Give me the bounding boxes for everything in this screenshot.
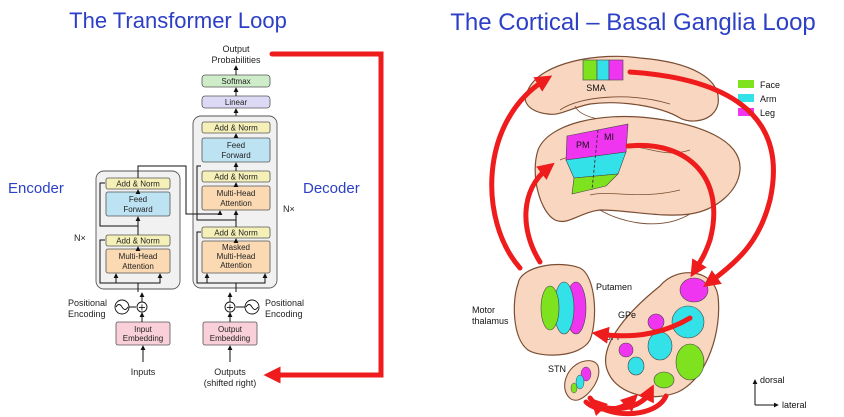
decoder-cross-attention-label-2: Attention — [220, 199, 252, 208]
output-embedding-label-2: Embedding — [210, 334, 250, 343]
decoder-label: Decoder — [303, 180, 360, 197]
lateral-label: lateral — [782, 400, 807, 410]
gpi-leg — [618, 342, 634, 358]
motor-strip-face — [571, 173, 619, 195]
decoder-addnorm-mid-label: Add & Norm — [214, 173, 258, 182]
mi-label: MI — [604, 132, 614, 142]
decoder-masked-label-3: Attention — [220, 261, 252, 270]
output-embedding-label-1: Output — [218, 325, 243, 334]
middle-brain — [534, 115, 741, 222]
red-arrow-sma-to-putamen — [627, 69, 776, 288]
legend-leg-swatch — [738, 108, 754, 116]
decoder-addnorm-top-label: Add & Norm — [214, 124, 258, 133]
motor-thalamus-label-2: thalamus — [472, 316, 509, 326]
encoder-positional-label-1: Positional — [68, 298, 107, 308]
decoder-cross-attention-label-1: Multi-Head — [217, 189, 256, 198]
stn-face — [570, 382, 578, 394]
legend-face-swatch — [738, 80, 754, 88]
decoder-masked-label-2: Multi-Head — [217, 252, 256, 261]
dorsal-label: dorsal — [760, 375, 785, 385]
encoder-attention-label-2: Attention — [122, 262, 154, 271]
decoder-positional-label-1: Positional — [265, 298, 304, 308]
decoder-addnorm-low-label: Add & Norm — [214, 229, 258, 238]
encoder-sine-icon — [115, 304, 129, 310]
stn-leg — [580, 366, 592, 382]
encoder-feed-forward-label-1: Feed — [129, 195, 147, 204]
red-arrow-putamen-to-thalamus — [591, 315, 693, 344]
gpe-leg — [647, 313, 665, 331]
encoder-attention-label-1: Multi-Head — [119, 252, 158, 261]
gpe-arm — [647, 331, 673, 361]
legend-face-label: Face — [760, 80, 780, 90]
output-probabilities-label-1: Output — [222, 44, 250, 54]
transformer-title: The Transformer Loop — [69, 8, 287, 33]
stn-label: STN — [548, 364, 566, 374]
input-embedding-block — [115, 321, 171, 346]
encoder-addnorm-low-label: Add & Norm — [116, 237, 160, 246]
decoder-nx-label: N× — [283, 204, 295, 214]
legend-leg-label: Leg — [760, 108, 775, 118]
red-arrow-mc-to-putamen — [625, 142, 717, 278]
transformer-feedback-arrow — [263, 51, 384, 384]
sma-label: SMA — [586, 83, 606, 93]
decoder-feed-forward-label-2: Forward — [221, 151, 250, 160]
decoder-positional-label-2: Encoding — [265, 309, 303, 319]
red-arrow-thalamus-to-sma — [489, 75, 553, 271]
gpi-arm — [627, 356, 645, 376]
gpi-face — [653, 371, 675, 389]
stn-arm — [575, 374, 585, 390]
decoder-masked-label-1: Masked — [222, 243, 250, 252]
legend-arm-swatch — [738, 94, 754, 102]
input-embedding-label-2: Embedding — [123, 334, 163, 343]
putamen-face — [675, 343, 705, 381]
decoder-sine-icon — [245, 304, 259, 310]
encoder-label: Encoder — [8, 180, 64, 197]
gpe-label: GPe — [618, 310, 636, 320]
softmax-label: Softmax — [221, 77, 250, 86]
output-probabilities-label-2: Probabilities — [211, 55, 261, 65]
cortical-title: The Cortical – Basal Ganglia Loop — [450, 9, 816, 36]
top-brain — [524, 55, 719, 122]
sma-arm — [596, 59, 610, 81]
linear-label: Linear — [225, 98, 248, 107]
outputs-label-1: Outputs — [214, 367, 246, 377]
motor-thalamus-label-1: Motor — [472, 305, 495, 315]
encoder-addnorm-top-label: Add & Norm — [116, 180, 160, 189]
outputs-label-2: (shifted right) — [204, 378, 257, 388]
decoder-plus-icon: + — [226, 303, 234, 314]
pm-label: PM — [576, 140, 590, 150]
putamen-leg — [679, 277, 709, 303]
input-embedding-label-1: Input — [134, 325, 153, 334]
inputs-label: Inputs — [131, 367, 156, 377]
encoder-positional-label-2: Encoding — [68, 309, 106, 319]
sma-face — [582, 59, 598, 81]
red-arrow-stn-loop-3 — [583, 393, 639, 413]
red-arrow-thalamus-to-mc — [523, 162, 555, 265]
thalamus-face — [540, 285, 560, 331]
putamen-label: Putamen — [596, 282, 632, 292]
encoder-nx-label: N× — [74, 233, 86, 243]
encoder-plus-icon: + — [138, 303, 146, 314]
encoder-feed-forward-label-2: Forward — [123, 205, 152, 214]
legend-arm-label: Arm — [760, 94, 777, 104]
decoder-addnorm-top — [201, 121, 271, 134]
sma-leg — [608, 59, 624, 81]
decoder-feed-forward-label-1: Feed — [227, 141, 245, 150]
